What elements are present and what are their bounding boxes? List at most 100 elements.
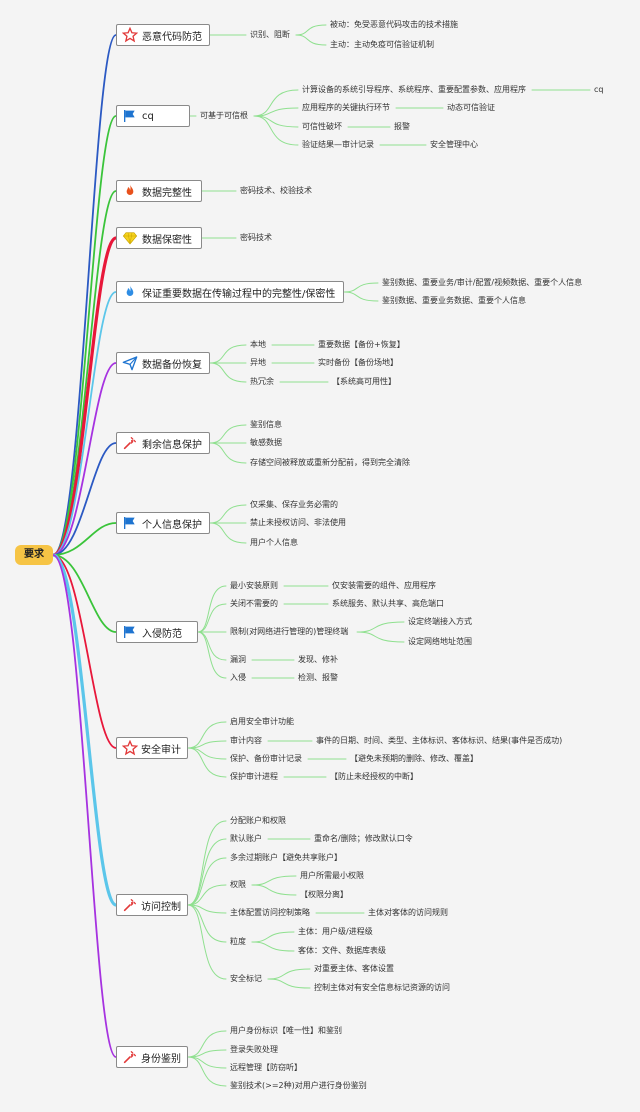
leaf-node[interactable]: 主体：用户级/进程级 xyxy=(298,927,373,936)
branch-node[interactable]: 最小安装原则 xyxy=(230,581,278,590)
branch-node[interactable]: 异地 xyxy=(250,358,266,367)
topic-t6[interactable]: 数据备份恢复 xyxy=(116,352,210,374)
topic-label: 数据完整性 xyxy=(142,187,192,199)
tool-icon xyxy=(121,1049,138,1065)
topic-t4[interactable]: 数据保密性 xyxy=(116,227,202,249)
branch-node[interactable]: 密码技术 xyxy=(240,233,272,242)
leaf-node[interactable]: 用户所需最小权限 xyxy=(300,871,364,880)
branch-node[interactable]: 登录失败处理 xyxy=(230,1045,278,1054)
leaf-node[interactable]: 【避免未预期的删除、修改、覆盖】 xyxy=(350,754,478,763)
leaf-node[interactable]: 对重要主体、客体设置 xyxy=(314,964,394,973)
topic-label: 身份鉴别 xyxy=(141,1053,181,1065)
flag-icon xyxy=(121,515,139,531)
branch-node[interactable]: 分配账户和权限 xyxy=(230,816,286,825)
branch-node[interactable]: 多余过期账户【避免共享账户】 xyxy=(230,853,342,862)
root-node[interactable]: 要求 xyxy=(15,545,53,565)
topic-label: 恶意代码防范 xyxy=(142,31,202,43)
branch-node[interactable]: 鉴别数据、重要业务数据、重要个人信息 xyxy=(382,296,526,305)
branch-node[interactable]: 可基于可信根 xyxy=(200,111,248,120)
topic-label: 访问控制 xyxy=(141,901,181,913)
leaf-node[interactable]: 设定终端接入方式 xyxy=(408,617,472,626)
leaf-node[interactable]: 动态可信验证 xyxy=(447,103,495,112)
leaf-node[interactable]: 可信性破坏 xyxy=(302,122,342,131)
topic-label: 个人信息保护 xyxy=(142,519,202,531)
leaf-node[interactable]: 主动：主动免疫可信验证机制 xyxy=(330,40,434,49)
branch-node[interactable]: 热冗余 xyxy=(250,377,274,386)
leaf-node[interactable]: 计算设备的系统引导程序、系统程序、重要配置参数、应用程序 xyxy=(302,85,526,94)
star-outline-icon xyxy=(121,740,138,756)
star-outline-icon xyxy=(121,27,139,43)
branch-node[interactable]: 敏感数据 xyxy=(250,438,282,447)
leaf-node[interactable]: 重命名/删除；修改默认口令 xyxy=(314,834,413,843)
branch-node[interactable]: 审计内容 xyxy=(230,736,262,745)
topic-t9[interactable]: 入侵防范 xyxy=(116,621,198,643)
branch-node[interactable]: 主体配置访问控制策略 xyxy=(230,908,310,917)
leaf-node[interactable]: 报警 xyxy=(394,122,410,131)
topic-label: 安全审计 xyxy=(141,744,181,756)
leaf-node[interactable]: 发现、修补 xyxy=(298,655,338,664)
branch-node[interactable]: 权限 xyxy=(230,880,246,889)
flag-icon xyxy=(121,624,139,640)
tool-icon xyxy=(121,435,139,451)
topic-label: 剩余信息保护 xyxy=(142,439,202,451)
branch-node[interactable]: 漏洞 xyxy=(230,655,246,664)
branch-node[interactable]: 默认账户 xyxy=(230,834,262,843)
topic-t5[interactable]: 保证重要数据在传输过程中的完整性/保密性 xyxy=(116,281,344,303)
paper-plane-icon xyxy=(121,355,139,371)
leaf-node[interactable]: 实时备份【备份场地】 xyxy=(318,358,398,367)
branch-node[interactable]: 关闭不需要的 xyxy=(230,599,278,608)
leaf-node[interactable]: 客体：文件、数据库表级 xyxy=(298,946,386,955)
branch-node[interactable]: 鉴别信息 xyxy=(250,420,282,429)
branch-node[interactable]: 入侵 xyxy=(230,673,246,682)
branch-node[interactable]: 用户个人信息 xyxy=(250,538,298,547)
leaf-node[interactable]: 【权限分离】 xyxy=(300,890,348,899)
branch-node[interactable]: 密码技术、校验技术 xyxy=(240,186,312,195)
branch-node[interactable]: 保护审计进程 xyxy=(230,772,278,781)
topic-label: cq xyxy=(142,110,154,122)
topic-t8[interactable]: 个人信息保护 xyxy=(116,512,210,534)
leaf-node[interactable]: 应用程序的关键执行环节 xyxy=(302,103,390,112)
leaf-node[interactable]: 系统服务、默认共享、高危端口 xyxy=(332,599,444,608)
topic-t11[interactable]: 访问控制 xyxy=(116,894,188,916)
leaf-node[interactable]: 重要数据【备份+恢复】 xyxy=(318,340,405,349)
leaf-node[interactable]: 仅安装需要的组件、应用程序 xyxy=(332,581,436,590)
topic-t1[interactable]: 恶意代码防范 xyxy=(116,24,210,46)
leaf-node[interactable]: 检测、报警 xyxy=(298,673,338,682)
leaf-node[interactable]: 被动：免受恶意代码攻击的技术措施 xyxy=(330,20,458,29)
topic-t2[interactable]: cq xyxy=(116,105,190,127)
topic-t12[interactable]: 身份鉴别 xyxy=(116,1046,188,1068)
branch-node[interactable]: 启用安全审计功能 xyxy=(230,717,294,726)
topic-label: 数据保密性 xyxy=(142,234,192,246)
branch-node[interactable]: 用户身份标识【唯一性】和鉴别 xyxy=(230,1026,342,1035)
topic-label: 保证重要数据在传输过程中的完整性/保密性 xyxy=(142,288,336,300)
leaf-node[interactable]: 设定网络地址范围 xyxy=(408,637,472,646)
leaf-node[interactable]: 【系统高可用性】 xyxy=(332,377,396,386)
branch-node[interactable]: 鉴别数据、重要业务/审计/配置/视频数据、重要个人信息 xyxy=(382,278,583,287)
topic-t3[interactable]: 数据完整性 xyxy=(116,180,202,202)
branch-node[interactable]: 存储空间被释放或重新分配前，得到完全清除 xyxy=(250,458,410,467)
branch-node[interactable]: 远程管理【防窃听】 xyxy=(230,1063,302,1072)
leaf-node[interactable]: 事件的日期、时间、类型、主体标识、客体标识、结果(事件是否成功) xyxy=(316,736,563,745)
branch-node[interactable]: 鉴别技术(>=2种)对用户进行身份鉴别 xyxy=(230,1081,367,1090)
topic-t7[interactable]: 剩余信息保护 xyxy=(116,432,210,454)
leaf-node[interactable]: 【防止未经授权的中断】 xyxy=(330,772,418,781)
topic-t10[interactable]: 安全审计 xyxy=(116,737,188,759)
branch-node[interactable]: 仅采集、保存业务必需的 xyxy=(250,500,338,509)
leaf-node[interactable]: cq xyxy=(594,85,604,94)
topic-label: 数据备份恢复 xyxy=(142,359,202,371)
branch-node[interactable]: 粒度 xyxy=(230,937,246,946)
diamond-icon xyxy=(121,230,139,246)
branch-node[interactable]: 限制(对网络进行管理的)管理终端 xyxy=(230,627,349,636)
branch-node[interactable]: 保护、备份审计记录 xyxy=(230,754,302,763)
branch-node[interactable]: 本地 xyxy=(250,340,266,349)
branch-node[interactable]: 识别、阻断 xyxy=(250,30,290,39)
branch-node[interactable]: 安全标记 xyxy=(230,974,262,983)
topic-label: 入侵防范 xyxy=(142,628,182,640)
tool-icon xyxy=(121,897,138,913)
leaf-node[interactable]: 控制主体对有安全信息标记资源的访问 xyxy=(314,983,450,992)
leaf-node[interactable]: 主体对客体的访问规则 xyxy=(368,908,448,917)
leaf-node[interactable]: 验证结果—审计记录 xyxy=(302,140,374,149)
branch-node[interactable]: 禁止未授权访问、非法使用 xyxy=(250,518,346,527)
leaf-node[interactable]: 安全管理中心 xyxy=(430,140,478,149)
